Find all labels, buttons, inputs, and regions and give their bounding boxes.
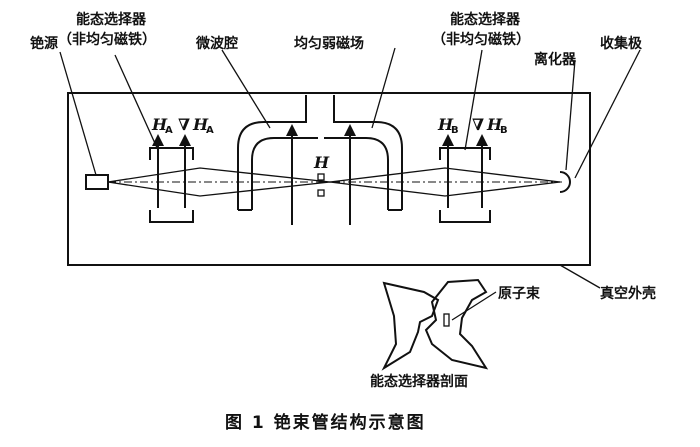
svg-text:B: B <box>500 125 508 136</box>
selector-magnet-a <box>149 134 194 223</box>
label-selector-section: 能态选择器剖面 <box>370 373 468 390</box>
label-vacuum-shell: 真空外壳 <box>600 285 656 302</box>
label-atomic-beam: 原子束 <box>498 285 541 302</box>
symbol-h-a: H A <box>151 115 173 136</box>
label-ionizer: 离化器 <box>534 51 577 68</box>
selector-magnet-b <box>439 134 491 223</box>
label-selector-a-line2: （非均匀磁铁） <box>58 31 156 48</box>
svg-text:H: H <box>151 115 168 134</box>
cesium-source <box>85 174 109 190</box>
atomic-beam-path <box>107 167 562 197</box>
symbol-h-center: H <box>313 153 330 172</box>
symbol-h-b: H B <box>437 115 459 136</box>
symbol-grad-h-b: ∇ H B <box>472 115 508 136</box>
svg-text:B: B <box>451 125 459 136</box>
microwave-cavity <box>237 95 403 225</box>
figure-caption: 图 1 铯束管结构示意图 <box>225 412 426 433</box>
label-selector-b-line2: （非均匀磁铁） <box>432 31 530 48</box>
label-microwave-cavity: 微波腔 <box>195 35 238 52</box>
label-selector-a-line1: 能态选择器 <box>76 11 147 28</box>
symbol-grad-h-a: ∇ H A <box>178 115 214 136</box>
selector-cross-section <box>381 278 489 371</box>
label-weak-field: 均匀弱磁场 <box>294 35 364 52</box>
svg-text:H: H <box>437 115 454 134</box>
svg-text:H: H <box>486 115 503 134</box>
vacuum-shell <box>67 92 591 266</box>
label-collector: 收集极 <box>600 35 643 52</box>
svg-text:A: A <box>165 125 173 136</box>
label-cesium-source: 铯源 <box>30 35 58 52</box>
svg-text:∇: ∇ <box>472 115 484 134</box>
label-selector-b-line1: 能态选择器 <box>450 11 521 28</box>
leader-lines <box>59 47 641 321</box>
ionizer-collector <box>559 171 571 193</box>
svg-text:H: H <box>192 115 209 134</box>
svg-text:∇: ∇ <box>178 115 190 134</box>
svg-text:A: A <box>206 125 214 136</box>
